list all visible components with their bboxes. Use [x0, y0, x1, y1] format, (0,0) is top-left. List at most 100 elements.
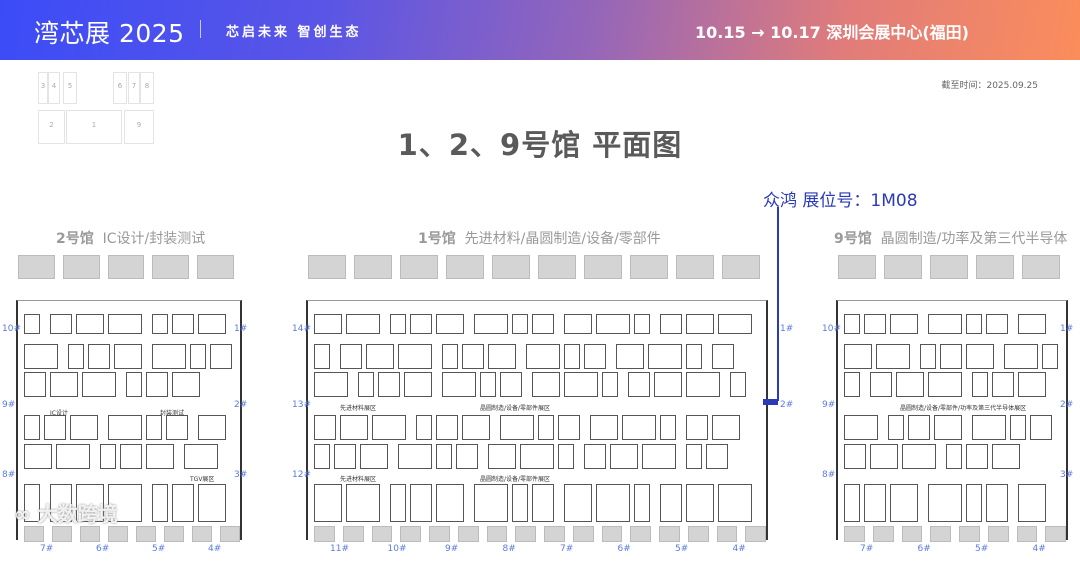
booth[interactable] [152, 314, 168, 334]
booth[interactable] [616, 344, 644, 369]
booth[interactable] [390, 484, 406, 522]
booth[interactable] [1018, 372, 1046, 397]
booth[interactable] [986, 484, 1008, 522]
booth[interactable] [24, 415, 40, 440]
booth[interactable] [1030, 415, 1052, 440]
booth[interactable] [314, 314, 342, 334]
booth[interactable] [24, 372, 46, 397]
booth[interactable] [76, 314, 104, 334]
booth[interactable] [500, 415, 534, 440]
booth[interactable] [50, 314, 72, 334]
booth[interactable] [986, 314, 1008, 334]
booth[interactable] [172, 372, 200, 397]
booth[interactable] [462, 344, 484, 369]
booth[interactable] [366, 344, 394, 369]
booth[interactable] [660, 484, 682, 522]
booth[interactable] [416, 415, 432, 440]
booth[interactable] [146, 444, 174, 469]
booth[interactable] [712, 344, 734, 369]
booth[interactable] [928, 314, 962, 334]
booth[interactable] [946, 444, 962, 469]
booth[interactable] [360, 444, 388, 469]
booth[interactable] [314, 484, 342, 522]
booth[interactable] [654, 372, 682, 397]
booth[interactable] [500, 372, 522, 397]
booth[interactable] [398, 444, 432, 469]
booth[interactable] [404, 372, 432, 397]
booth[interactable] [610, 444, 638, 469]
booth[interactable] [902, 444, 936, 469]
booth[interactable] [210, 344, 232, 369]
booth[interactable] [940, 344, 962, 369]
booth[interactable] [864, 314, 886, 334]
booth[interactable] [660, 314, 682, 334]
booth[interactable] [44, 415, 66, 440]
booth[interactable] [346, 484, 380, 522]
booth[interactable] [1042, 344, 1058, 369]
booth[interactable] [844, 372, 860, 397]
booth[interactable] [76, 484, 104, 522]
booth[interactable] [844, 344, 872, 369]
booth[interactable] [648, 344, 682, 369]
booth[interactable] [686, 484, 714, 522]
booth[interactable] [340, 344, 362, 369]
booth[interactable] [166, 415, 188, 440]
booth[interactable] [686, 415, 708, 440]
booth[interactable] [390, 314, 406, 334]
booth[interactable] [520, 444, 554, 469]
booth[interactable] [512, 484, 528, 522]
booth[interactable] [532, 484, 554, 522]
booth-1M08-highlight[interactable] [763, 399, 778, 405]
booth[interactable] [928, 372, 962, 397]
booth[interactable] [864, 484, 886, 522]
booth[interactable] [152, 484, 168, 522]
booth[interactable] [966, 344, 994, 369]
booth[interactable] [558, 444, 574, 469]
booth[interactable] [992, 444, 1020, 469]
booth[interactable] [596, 484, 630, 522]
booth[interactable] [436, 484, 464, 522]
booth[interactable] [584, 444, 606, 469]
booth[interactable] [908, 415, 930, 440]
booth[interactable] [844, 314, 860, 334]
booth[interactable] [712, 415, 740, 440]
booth[interactable] [340, 415, 368, 440]
booth[interactable] [512, 314, 528, 334]
booth[interactable] [532, 314, 554, 334]
booth[interactable] [184, 444, 218, 469]
booth[interactable] [480, 372, 496, 397]
booth[interactable] [972, 415, 1006, 440]
booth[interactable] [844, 484, 860, 522]
booth[interactable] [1018, 314, 1046, 334]
booth[interactable] [442, 344, 458, 369]
booth[interactable] [198, 415, 226, 440]
booth[interactable] [870, 444, 898, 469]
booth[interactable] [172, 484, 194, 522]
booth[interactable] [334, 444, 356, 469]
booth[interactable] [346, 314, 380, 334]
booth[interactable] [538, 415, 554, 440]
booth[interactable] [372, 415, 406, 440]
booth[interactable] [488, 344, 516, 369]
booth[interactable] [456, 444, 478, 469]
booth[interactable] [1010, 415, 1026, 440]
booth[interactable] [992, 372, 1014, 397]
booth[interactable] [890, 314, 918, 334]
booth[interactable] [198, 314, 226, 334]
booth[interactable] [50, 372, 78, 397]
booth[interactable] [462, 415, 490, 440]
booth[interactable] [706, 444, 728, 469]
booth[interactable] [68, 344, 84, 369]
booth[interactable] [152, 344, 186, 369]
booth[interactable] [190, 344, 206, 369]
booth[interactable] [634, 314, 650, 334]
booth[interactable] [526, 344, 560, 369]
booth[interactable] [488, 444, 516, 469]
booth[interactable] [596, 314, 630, 334]
booth[interactable] [70, 415, 98, 440]
booth[interactable] [564, 484, 592, 522]
booth[interactable] [876, 344, 910, 369]
booth[interactable] [730, 372, 746, 397]
booth[interactable] [532, 372, 560, 397]
booth[interactable] [442, 372, 476, 397]
